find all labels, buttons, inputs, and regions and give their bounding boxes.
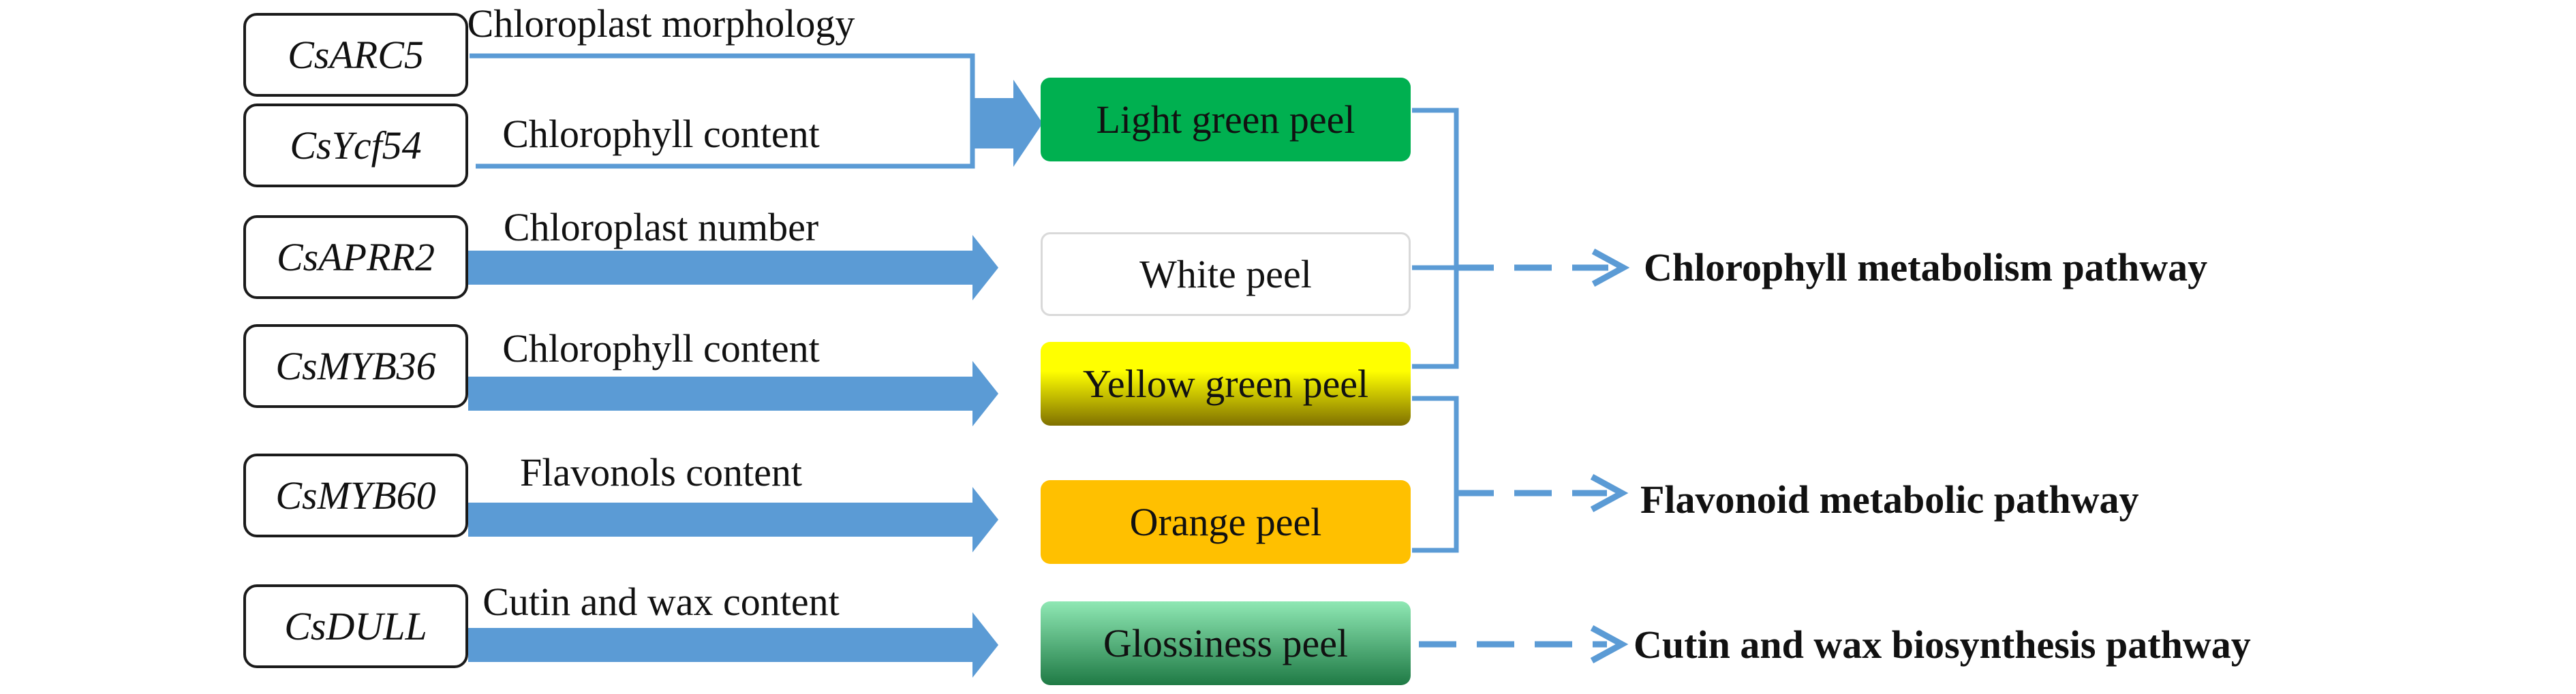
dash-head-flavonoid [1590, 474, 1629, 512]
trait-label-csmyb36: Chlorophyll content [502, 326, 820, 370]
gene-box-csaprr2: CsAPRR2 [243, 215, 468, 299]
arrow-csdull-to-glossiness [468, 612, 998, 678]
gene-box-csdull: CsDULL [243, 584, 468, 668]
arrow-ycf54-to-light-green [972, 80, 1043, 167]
bracket-line-flavonoid-peels [1412, 396, 1459, 553]
arrow-csmyb60-to-orange [468, 487, 998, 552]
gene-box-csmyb36: CsMYB36 [243, 324, 468, 408]
peel-box-glossiness: Glossiness peel [1041, 601, 1411, 685]
trait-label-csdull: Cutin and wax content [482, 580, 840, 624]
trait-label-csaprr2: Chloroplast number [503, 205, 819, 249]
peel-box-white: White peel [1041, 232, 1411, 316]
trait-label-csycf54: Chlorophyll content [502, 112, 820, 156]
trait-label-csarc5: Chloroplast morphology [467, 1, 855, 46]
trait-label-csmyb60: Flavonols content [519, 450, 802, 494]
arrow-csaprr2-to-white [468, 235, 998, 300]
gene-box-csarc5: CsARC5 [243, 13, 468, 97]
arrow-csmyb36-to-yellow-green [468, 361, 998, 426]
bracket-line-chlorophyll-peels [1412, 108, 1459, 369]
peel-box-yellow-green: Yellow green peel [1041, 342, 1411, 426]
gene-box-csycf54: CsYcf54 [243, 104, 468, 187]
block-arrows [468, 80, 1043, 678]
dash-head-cutin-wax [1590, 625, 1629, 663]
pathway-label-cutin-wax: Cutin and wax biosynthesis pathway [1634, 622, 2251, 667]
peel-box-light-green: Light green peel [1041, 78, 1411, 161]
pathway-label-flavonoid: Flavonoid metabolic pathway [1640, 477, 2139, 522]
peel-box-orange: Orange peel [1041, 480, 1411, 564]
dash-head-chlorophyll [1591, 249, 1630, 287]
pathway-label-chlorophyll: Chlorophyll metabolism pathway [1644, 245, 2208, 289]
gene-box-csmyb60: CsMYB60 [243, 454, 468, 537]
